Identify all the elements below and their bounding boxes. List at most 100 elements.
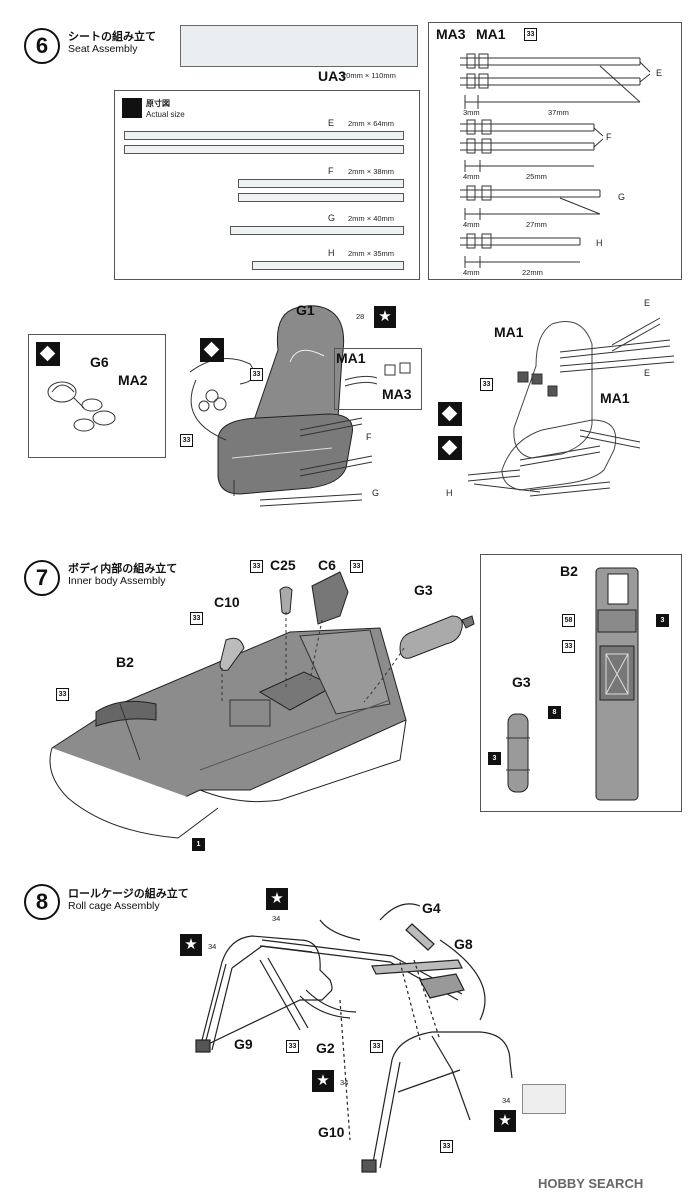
step6-title-jp: シートの組み立て: [68, 30, 156, 43]
step7-title-en: Inner body Assembly: [68, 575, 166, 587]
step-number-8: 8: [24, 884, 60, 920]
star-marker-icon: ★: [494, 1110, 516, 1132]
actual-size-jp: 原寸図: [146, 99, 170, 108]
step7-title-jp: ボディ内部の組み立て: [68, 562, 178, 575]
part-34-label: 34: [502, 1096, 511, 1105]
diamond-marker-icon: [438, 436, 462, 460]
decal-sheet-size: 20mm × 110mm: [342, 71, 396, 80]
actual-size-en: Actual size: [146, 110, 185, 119]
step8-title-jp: ロールケージの組み立て: [68, 887, 189, 900]
part-ma1-right-label-2: MA1: [600, 390, 630, 406]
belt-h-right-label: H: [446, 488, 453, 498]
step-number-6: 6: [24, 28, 60, 64]
belt-h-label: H: [596, 238, 603, 248]
belt-f-seat-label: F: [366, 432, 372, 442]
part-badge-33: 33: [56, 688, 69, 701]
part-ma2-label: MA2: [118, 372, 148, 388]
part-g10-label: G10: [318, 1124, 345, 1140]
part-28-label: 28: [356, 312, 365, 321]
belt-e-short: 3mm: [463, 108, 480, 117]
part-ma3-label: MA3: [382, 386, 412, 402]
step-number-7: 7: [24, 560, 60, 596]
star-marker-icon: ★: [266, 888, 288, 910]
part-g1-label: G1: [296, 302, 315, 318]
belt-g-label: G: [618, 192, 626, 202]
part-badge-1: 1: [192, 838, 205, 851]
watermark: HOBBY SEARCH: [538, 1176, 644, 1191]
belt-e-right-label: E: [644, 298, 651, 308]
part-34-label: 34: [340, 1078, 349, 1087]
part-badge-33: 33: [190, 612, 203, 625]
strip-f-1: [238, 179, 404, 188]
diamond-marker-icon: [438, 402, 462, 426]
part-badge-33: 33: [524, 28, 537, 41]
belt-h-short: 4mm: [463, 268, 480, 277]
part-badge-33: 33: [180, 434, 193, 447]
strip-g-letter: G: [328, 213, 336, 223]
seat-parts-inset: [28, 334, 166, 458]
part-badge-3: 3: [488, 752, 501, 765]
part-c6-label: C6: [318, 557, 336, 573]
belt-g-long: 27mm: [526, 220, 547, 229]
belt-f-label: F: [606, 132, 612, 142]
actual-size-icon: [122, 98, 142, 118]
part-badge-33: 33: [250, 368, 263, 381]
part-34-label: 34: [272, 914, 281, 923]
part-badge-58: 58: [562, 614, 575, 627]
belt-ma1-label: MA1: [476, 26, 506, 42]
strip-e-2: [124, 145, 404, 154]
star-marker-icon: ★: [180, 934, 202, 956]
strip-f-size: 2mm × 38mm: [348, 167, 395, 176]
strip-h-size: 2mm × 35mm: [348, 249, 395, 258]
belt-g-short: 4mm: [463, 220, 480, 229]
part-badge-33: 33: [250, 560, 263, 573]
part-g4-label: G4: [422, 900, 441, 916]
part-ma1-right-label: MA1: [494, 324, 524, 340]
strip-g-size: 2mm × 40mm: [348, 214, 395, 223]
belt-e-label: E: [656, 68, 663, 78]
star-marker-icon: ★: [374, 306, 396, 328]
part-34-label: 34: [208, 942, 217, 951]
diamond-marker-icon: [36, 342, 60, 366]
belt-diagram-panel: [428, 22, 682, 280]
strip-f-letter: F: [328, 166, 334, 176]
part-badge-33: 33: [440, 1140, 453, 1153]
strip-e-letter: E: [328, 118, 335, 128]
part-b2-inset-label: B2: [560, 563, 578, 579]
star-marker-icon: ★: [312, 1070, 334, 1092]
ma-detail-inset: [334, 348, 422, 410]
part-g3-inset-label: G3: [512, 674, 531, 690]
belt-ma3-label: MA3: [436, 26, 466, 42]
part-c10-label: C10: [214, 594, 240, 610]
part-badge-33: 33: [350, 560, 363, 573]
belt-f-long: 25mm: [526, 172, 547, 181]
decal-sheet-label: UA3: [318, 68, 347, 84]
part-ma1-label: MA1: [336, 350, 366, 366]
part-g6-label: G6: [90, 354, 109, 370]
decal-reference-icon: [522, 1084, 566, 1114]
decal-sheet-preview: [180, 25, 418, 67]
belt-h-long: 22mm: [522, 268, 543, 277]
part-badge-8: 8: [548, 706, 561, 719]
part-g3-label: G3: [414, 582, 433, 598]
floor-detail-inset: [480, 554, 682, 812]
part-badge-33: 33: [562, 640, 575, 653]
strip-h-1: [252, 261, 404, 270]
step8-title-en: Roll cage Assembly: [68, 900, 160, 912]
part-g8-label: G8: [454, 936, 473, 952]
belt-e-long: 37mm: [548, 108, 569, 117]
part-c25-label: C25: [270, 557, 296, 573]
strip-e-size: 2mm × 64mm: [348, 119, 395, 128]
part-g9-label: G9: [234, 1036, 253, 1052]
part-b2-label: B2: [116, 654, 134, 670]
belt-g-seat-label: G: [372, 488, 380, 498]
strip-e-1: [124, 131, 404, 140]
part-badge-3: 3: [656, 614, 669, 627]
belt-e-right-label-2: E: [644, 368, 651, 378]
diamond-marker-icon: [200, 338, 224, 362]
belt-f-short: 4mm: [463, 172, 480, 181]
part-badge-33: 33: [480, 378, 493, 391]
part-badge-33: 33: [286, 1040, 299, 1053]
